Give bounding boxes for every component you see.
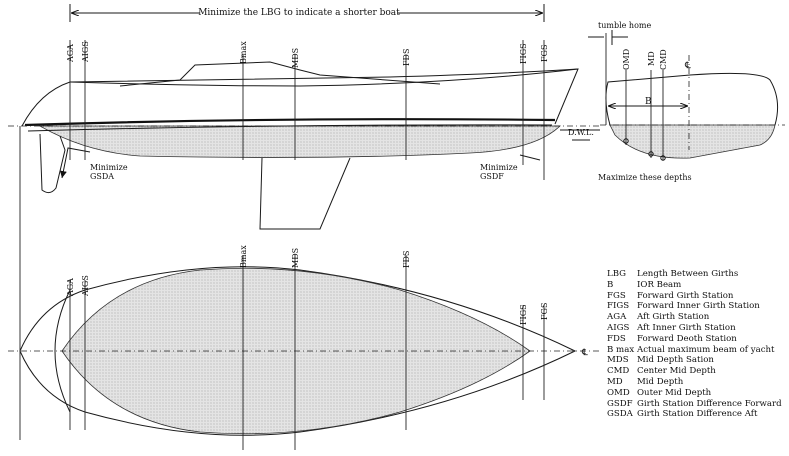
legend-abbr: B max [607, 344, 635, 355]
legend-desc: Forward Inner Girth Station [637, 301, 760, 312]
legend-item: AGA Aft Girth Station [607, 312, 787, 323]
legend-desc: Actual maximum beam of yacht [637, 344, 775, 355]
keel [259, 157, 351, 230]
legend-item: CMD Center Mid Depth [607, 366, 787, 377]
legend-item: GSDF Girth Station Difference Forward [607, 399, 787, 410]
label-fds-profile: FDS [402, 49, 411, 66]
legend-desc: Girth Station Difference Aft [637, 409, 758, 420]
label-omd: OMD [622, 49, 631, 70]
legend-abbr: GSDF [607, 398, 633, 409]
legend-abbr: FIGS [607, 301, 630, 312]
legend-desc: Aft Girth Station [637, 312, 710, 323]
legend-abbr: FDS [607, 333, 626, 344]
legend-desc: Length Between Girths [637, 269, 739, 279]
label-figs-profile: FIGS [519, 43, 528, 64]
maximize-depths-label: Maximize these depths [598, 173, 692, 182]
deck-line [69, 68, 579, 87]
gsda-line2: GSDA [90, 172, 114, 181]
label-aigs-profile: AIGS [81, 41, 90, 63]
section-outline [605, 72, 779, 126]
label-mds-plan: MDS [291, 248, 300, 268]
lbg-annotation: Minimize the LBG to indicate a shorter b… [198, 8, 400, 18]
label-mds-profile: MDS [291, 48, 300, 68]
label-aga-profile: AGA [66, 44, 75, 63]
cabin-house [119, 61, 441, 87]
section-centerline-symbol: ℄ [684, 61, 691, 71]
label-fgs-profile: FGS [540, 45, 549, 62]
tumble-home-label: tumble home [598, 21, 651, 30]
beam-label: B [645, 97, 652, 107]
rudder [39, 133, 66, 194]
legend-abbr: OMD [607, 387, 630, 398]
label-bmax-plan: Bmax [239, 245, 248, 268]
label-bmax-profile: Bmax [239, 41, 248, 64]
legend-item: FIGS Forward Inner Girth Station [607, 301, 787, 312]
legend-item: LBG Length Between Girths [607, 269, 787, 280]
label-md: MD [647, 51, 656, 66]
gsda-line1: Minimize [90, 163, 128, 172]
legend-item: AIGS Aft Inner Girth Station [607, 323, 787, 334]
legend-item: MDS Mid Depth Sation [607, 355, 787, 366]
legend-desc: IOR Beam [637, 279, 682, 290]
legend-abbr: MDS [607, 355, 629, 366]
label-figs-plan: FIGS [519, 304, 528, 325]
legend-abbr: GSDA [607, 409, 633, 420]
lbg-dimension: Minimize the LBG to indicate a shorter b… [69, 4, 545, 22]
legend-item: GSDA Girth Station Difference Aft [607, 409, 787, 420]
section-underwater [609, 124, 776, 159]
legend-abbr: B [607, 279, 614, 290]
gsdf-line2: GSDF [480, 172, 504, 181]
midship-section: tumble home OMD MD CMD ℄ B Maximize thes… [588, 21, 785, 182]
legend-abbr: AGA [607, 312, 627, 323]
hull-topsides [21, 68, 579, 127]
label-cmd: CMD [659, 49, 668, 70]
legend-desc: Forward Deoth Station [637, 333, 737, 344]
plan-centerline-symbol: ℄ [581, 348, 588, 358]
label-aigs-plan: AIGS [81, 275, 90, 297]
legend-desc: Forward Girth Station [637, 290, 734, 301]
dwl-label: D.W.L. [568, 128, 594, 137]
deck-outline-plan [19, 266, 577, 436]
label-fds-plan: FDS [402, 251, 411, 268]
plan-view: ℄ AGA AIGS Bmax MDS FDS FIGS FGS [8, 245, 600, 450]
legend-abbr: MD [607, 376, 623, 387]
legend-desc: Center Mid Depth [637, 366, 716, 377]
legend-abbr: CMD [607, 366, 630, 377]
legend-abbr: LBG [607, 269, 627, 279]
gsdf-line1: Minimize [480, 163, 518, 172]
legend-item: MD Mid Depth [607, 377, 787, 388]
legend-desc: Outer Mid Depth [637, 387, 712, 398]
legend-item: FGS Forward Girth Station [607, 291, 787, 302]
legend-item: B IOR Beam [607, 280, 787, 291]
underwater-body [38, 125, 561, 158]
legend-item: OMD Outer Mid Depth [607, 388, 787, 399]
profile-view: AGA AIGS Bmax MDS FDS FIGS FGS D.W.L. Mi… [8, 40, 600, 230]
label-fgs-plan: FGS [540, 303, 549, 320]
legend-abbr: AIGS [607, 322, 630, 333]
legend-desc: Mid Depth [637, 376, 684, 387]
legend-desc: Aft Inner Girth Station [637, 322, 736, 333]
legend-abbr: FGS [607, 290, 626, 301]
label-aga-plan: AGA [66, 278, 75, 297]
legend-desc: Girth Station Difference Forward [637, 398, 782, 409]
sheer-line [24, 118, 556, 127]
legend-desc: Mid Depth Sation [637, 355, 714, 366]
legend-item: FDS Forward Deoth Station [607, 334, 787, 345]
